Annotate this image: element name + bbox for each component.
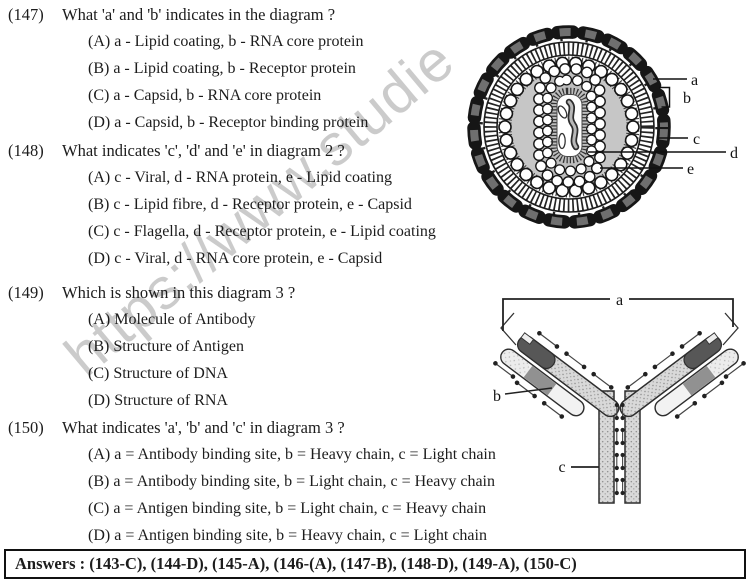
antibody-label-a: a — [616, 292, 623, 309]
virus-label-b: b — [683, 90, 691, 107]
antibody-diagram: a b c — [480, 292, 750, 520]
option-b: (B) a - Lipid coating, b - Receptor prot… — [88, 60, 356, 77]
question-text: Which is shown in this diagram 3 ? — [62, 283, 296, 302]
question-148: (148) What indicates 'c', 'd' and 'e' in… — [8, 137, 608, 272]
option-d: (D) c - Viral, d - RNA core protein, e -… — [88, 250, 383, 267]
virus-label-d: d — [730, 145, 738, 162]
question-number: (150) — [8, 418, 44, 437]
answers-bar: Answers : (143-C), (144-D), (145-A), (14… — [4, 549, 746, 579]
virus-diagram: a b c d e — [467, 25, 738, 229]
leader-a-bracket — [502, 298, 734, 331]
virus-label-a: a — [691, 72, 698, 89]
stem-disulfide-bonds — [614, 402, 626, 496]
question-text: What 'a' and 'b' indicates in the diagra… — [62, 5, 336, 24]
option-d: (D) a = Antigen binding site, b = Heavy … — [88, 527, 487, 544]
antibody-label-b: b — [493, 388, 501, 405]
leader-b — [504, 387, 553, 395]
leader-b-bracket — [659, 86, 671, 108]
option-d: (D) a - Capsid, b - Receptor binding pro… — [88, 114, 369, 131]
virus-core — [533, 63, 606, 188]
option-c: (C) Structure of DNA — [88, 365, 228, 382]
virus-membrane-ring — [483, 41, 655, 213]
answers-text: Answers : (143-C), (144-D), (145-A), (14… — [15, 554, 577, 573]
option-a: (A) a - Lipid coating, b - RNA core prot… — [88, 33, 364, 50]
option-a: (A) a = Antibody binding site, b = Heavy… — [88, 446, 496, 463]
option-c: (C) c - Flagella, d - Receptor protein, … — [88, 223, 436, 240]
question-number: (149) — [8, 283, 44, 302]
option-b: (B) a = Antibody binding site, b = Light… — [88, 473, 495, 490]
question-number: (147) — [8, 5, 44, 24]
option-d: (D) Structure of RNA — [88, 392, 228, 409]
option-b: (B) Structure of Antigen — [88, 338, 244, 355]
antibody-right-half — [610, 313, 748, 503]
virus-spike-ring — [467, 25, 671, 229]
question-text: What indicates 'c', 'd' and 'e' in diagr… — [62, 141, 345, 160]
option-c: (C) a - Capsid, b - RNA core protein — [88, 87, 322, 104]
option-c: (C) a = Antigen binding site, b = Light … — [88, 500, 487, 517]
option-b: (B) c - Lipid fibre, d - Receptor protei… — [88, 196, 412, 213]
virus-label-c: c — [693, 131, 700, 148]
antibody-label-c: c — [558, 459, 565, 476]
option-a: (A) c - Viral, d - RNA protein, e - Lipi… — [88, 169, 392, 186]
virus-label-e: e — [687, 161, 694, 178]
virus-capsid-bead-ring — [498, 56, 640, 198]
question-150: (150) What indicates 'a', 'b' and 'c' in… — [8, 414, 608, 549]
question-147: (147) What 'a' and 'b' indicates in the … — [8, 1, 608, 136]
question-text: What indicates 'a', 'b' and 'c' in diagr… — [62, 418, 345, 437]
option-a: (A) Molecule of Antibody — [88, 311, 256, 328]
question-149: (149) Which is shown in this diagram 3 ?… — [8, 279, 608, 414]
question-number: (148) — [8, 141, 44, 160]
